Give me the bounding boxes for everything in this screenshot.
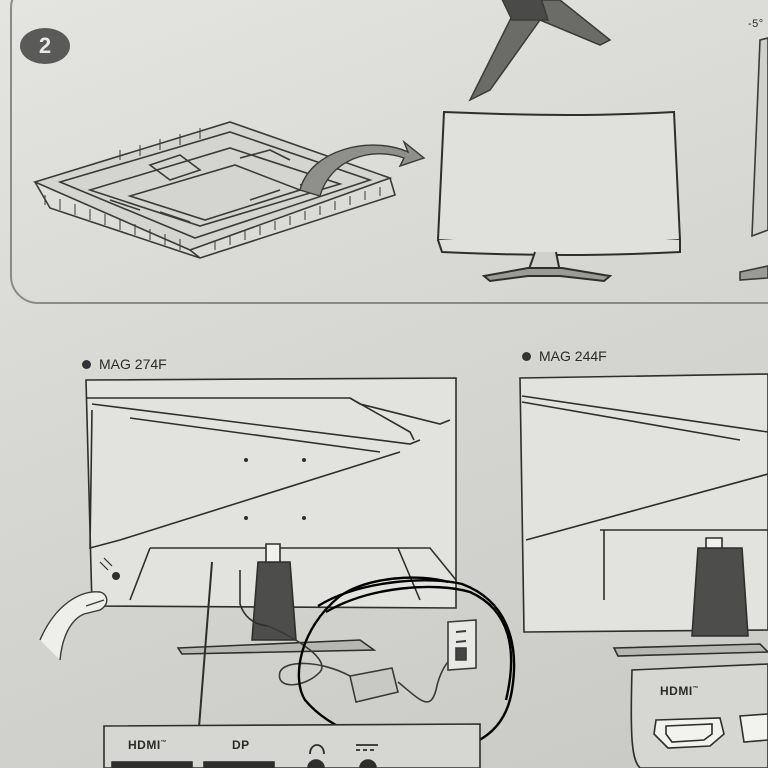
model-label-274f: MAG 274F — [82, 356, 167, 372]
stand-base-illustration — [468, 0, 612, 102]
tilt-angle-label: -5° — [748, 18, 764, 30]
step-number-badge: 2 — [20, 28, 70, 64]
monitor-back-274f — [85, 377, 457, 741]
bullet-icon — [82, 359, 91, 369]
power-cable-illustration — [267, 619, 477, 703]
port-panel-244f — [630, 663, 768, 768]
monitor-front-illustration — [436, 110, 682, 283]
power-button-icon — [99, 557, 113, 571]
step-panel — [10, 0, 768, 304]
foam-tray-illustration — [32, 121, 396, 259]
hand-illustration — [39, 591, 108, 661]
model-label-244f: MAG 244F — [522, 348, 607, 364]
port-label-hdmi-274f: HDMI™ — [128, 738, 168, 752]
rotate-arrow-icon — [299, 139, 426, 197]
headphone-icon — [309, 744, 325, 755]
port-label-hdmi-244f: HDMI™ — [660, 684, 700, 698]
dc-power-icon — [356, 744, 378, 751]
port-label-dp: DP — [232, 738, 250, 752]
port-panel-274f — [103, 723, 481, 768]
monitor-back-244f — [519, 373, 768, 657]
monitor-side-partial — [739, 37, 768, 281]
bullet-icon — [522, 351, 531, 361]
